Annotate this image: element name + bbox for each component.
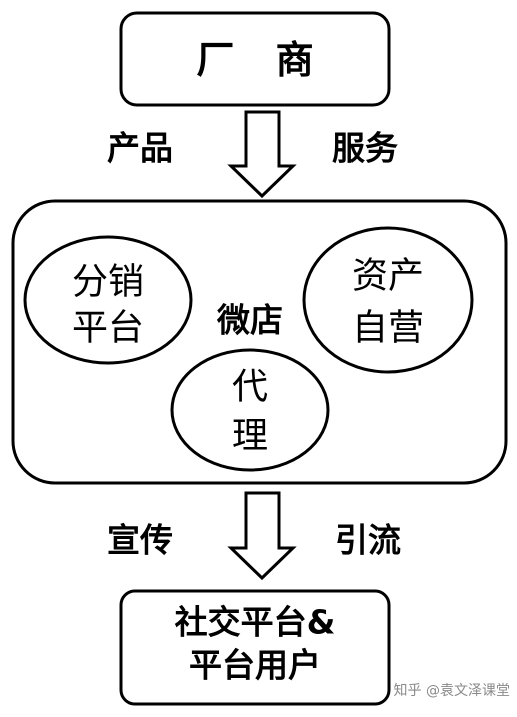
distribution-platform-ellipse xyxy=(23,235,193,365)
manufacturer-box xyxy=(119,11,391,107)
arrow-2-left-label: 宣传 xyxy=(107,521,173,560)
distribution-platform-label-line: 平台 xyxy=(72,308,144,349)
manufacturer-label: 厂 商 xyxy=(196,38,327,82)
distribution-platform-label-line: 分销 xyxy=(72,262,144,303)
agent-label-line: 理 xyxy=(232,416,268,457)
self-operated-label-line: 资产 xyxy=(352,256,424,297)
agent-ellipse xyxy=(170,348,330,472)
self-operated-ellipse xyxy=(302,226,474,374)
social-platform-label-line: 平台用户 xyxy=(189,646,321,685)
agent-label-line: 代 xyxy=(232,367,268,408)
arrow-2-right-label: 引流 xyxy=(335,521,401,560)
social-platform-box xyxy=(119,589,391,706)
self-operated-label-line: 自营 xyxy=(352,308,424,349)
watermark: 知乎 @袁文泽课堂 xyxy=(394,682,510,699)
social-platform-label-line: 社交平台& xyxy=(175,603,336,642)
down-arrow-2 xyxy=(227,491,297,581)
microstore-label: 微店 xyxy=(216,301,283,340)
arrow-1-right-label: 服务 xyxy=(332,129,398,168)
down-arrow-1 xyxy=(227,110,297,199)
arrow-1-left-label: 产品 xyxy=(107,129,173,168)
